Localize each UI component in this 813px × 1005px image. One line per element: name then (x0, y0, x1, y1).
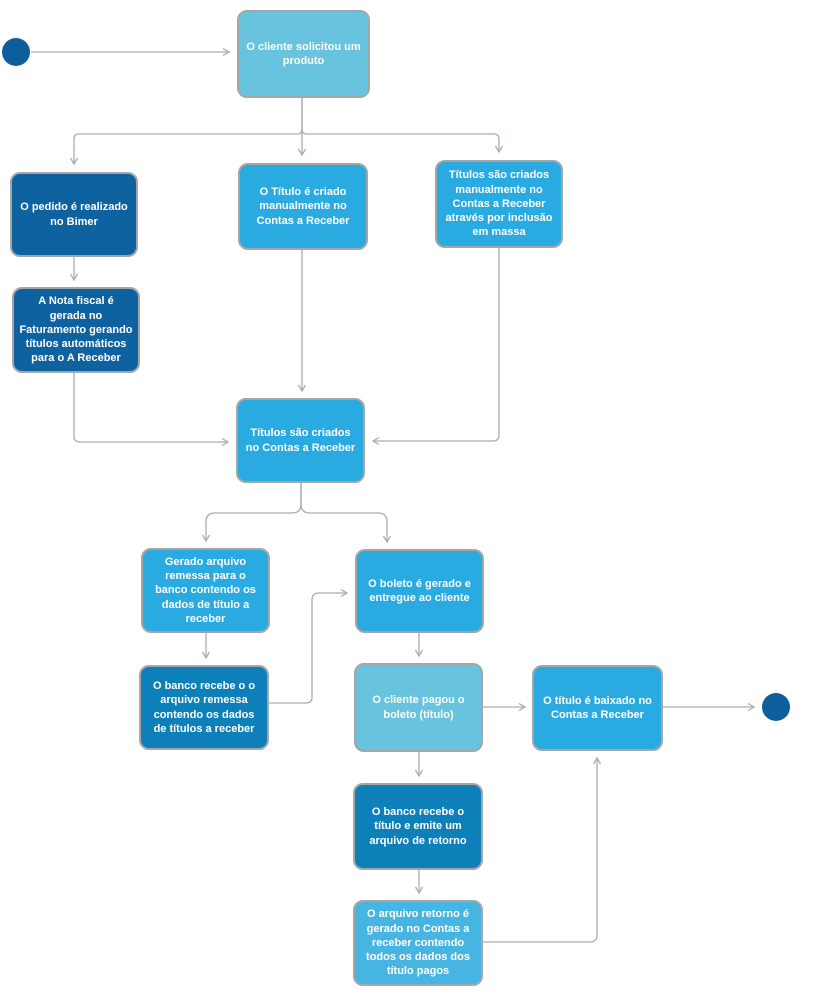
node-titulos-criados-contas-receber: Títulos são criados no Contas a Receber (236, 398, 365, 483)
node-pedido-realizado-bimer: O pedido é realizado no Bimer (10, 172, 138, 257)
end-node (762, 693, 790, 721)
node-gerado-arquivo-remessa: Gerado arquivo remessa para o banco cont… (141, 548, 270, 633)
edge-cliente-to-inclusao-massa (301, 128, 504, 154)
edge-titulos-criados-to-remessa (201, 483, 302, 543)
node-boleto-gerado-entregue: O boleto é gerado e entregue ao cliente (355, 549, 484, 633)
node-label: O Título é criado manualmente no Contas … (256, 186, 350, 227)
node-banco-recebe-titulo-retorno: O banco recebe o título e emite um arqui… (353, 783, 483, 870)
node-label: O cliente pagou o boleto (título) (372, 694, 465, 721)
node-label: A Nota fiscal é gerada no Faturamento ge… (19, 295, 133, 365)
edge-titulos-criados-to-boleto (300, 483, 392, 544)
edge-banco-recebe-to-boleto (269, 588, 349, 704)
edge-nota-fiscal-to-titulos-criados (73, 373, 230, 447)
start-node (2, 38, 30, 66)
node-nota-fiscal-gerada: A Nota fiscal é gerada no Faturamento ge… (12, 287, 140, 373)
node-arquivo-retorno-gerado: O arquivo retorno é gerado no Contas a r… (353, 900, 483, 986)
node-titulo-criado-manualmente: O Título é criado manualmente no Contas … (238, 163, 368, 250)
node-label: O boleto é gerado e entregue ao cliente (368, 577, 471, 604)
node-banco-recebe-arquivo-remessa: O banco recebe o o arquivo remessa conte… (139, 665, 269, 750)
node-cliente-pagou-boleto: O cliente pagou o boleto (título) (354, 663, 483, 752)
node-titulos-criados-inclusao-massa: Títulos são criados manualmente no Conta… (435, 160, 563, 248)
edge-retorno-to-baixado (483, 756, 602, 943)
node-label: Títulos são criados no Contas a Receber (245, 427, 356, 454)
edge-cliente-to-pedido (69, 97, 303, 166)
node-label: O título é baixado no Contas a Receber (543, 694, 652, 721)
node-label: Gerado arquivo remessa para o banco cont… (155, 555, 256, 625)
node-titulo-baixado-contas-receber: O título é baixado no Contas a Receber (532, 665, 663, 751)
node-label: O banco recebe o título e emite um arqui… (369, 806, 467, 847)
node-label: O banco recebe o o arquivo remessa conte… (152, 679, 256, 735)
node-cliente-solicitou-produto: O cliente solicitou um produto (237, 10, 370, 98)
node-label: O pedido é realizado no Bimer (20, 201, 128, 228)
node-label: O cliente solicitou um produto (246, 40, 361, 67)
node-label: Títulos são criados manualmente no Conta… (445, 169, 553, 239)
node-label: O arquivo retorno é gerado no Contas a r… (366, 908, 470, 978)
edge-inclusao-massa-to-titulos-criados (371, 248, 500, 446)
